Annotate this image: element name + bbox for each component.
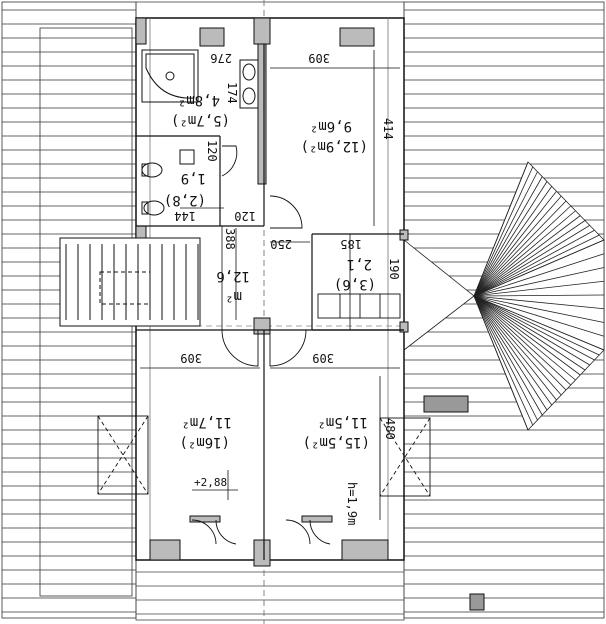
room-labels: 4,8m² (5,7m²) 1,9 (2,8) 9,6m² (12,9m²) 1… — [164, 92, 376, 450]
room-sw-area: 11,7m² — [181, 414, 232, 430]
dim-190: 190 — [387, 258, 401, 280]
hall-area: 12,6 — [216, 268, 250, 284]
room-se-area-alt: (15,5m²) — [303, 434, 370, 450]
door-arcs — [191, 145, 331, 545]
walls — [135, 17, 409, 567]
annotations: +2,88 h=1,9m — [192, 470, 359, 525]
dim-174: 174 — [225, 82, 239, 104]
dim-480: 480 — [383, 418, 397, 440]
dim-388: 388 — [223, 228, 237, 250]
dim-144: 144 — [174, 209, 196, 223]
wc-area-alt: (2,8) — [164, 192, 206, 208]
closet-area: 2,1 — [347, 256, 372, 272]
closet-area-alt: (3,6) — [334, 276, 376, 292]
wc-area: 1,9 — [181, 170, 206, 186]
dormer-roof — [403, 161, 605, 431]
room-nw-area-alt: (12,9m²) — [301, 138, 368, 154]
stair-opening — [59, 237, 201, 327]
height-note: h=1,9m — [345, 482, 359, 525]
toilet-icon — [141, 149, 195, 216]
hall-unit: m² — [225, 288, 242, 304]
roof-top-bottom — [135, 1, 405, 621]
sink-icon — [239, 59, 259, 109]
dim-185: 185 — [340, 237, 362, 251]
room-nw-area: 9,6m² — [310, 118, 352, 134]
level-mark: +2,88 — [194, 476, 227, 489]
dimension-lines — [140, 50, 400, 520]
dim-309-top: 309 — [308, 51, 330, 65]
dim-276: 276 — [210, 51, 232, 65]
dimension-labels: 276 309 414 174 144 120 120 388 250 185 … — [174, 51, 401, 440]
dim-414: 414 — [381, 118, 395, 140]
bathtub-icon — [141, 49, 199, 103]
dim-309-mid-right: 309 — [312, 351, 334, 365]
dim-309-mid-left: 309 — [180, 351, 202, 365]
windows — [423, 395, 485, 611]
bathroom-area: 4,8m² — [178, 92, 220, 108]
room-se-area: 11,5m² — [317, 414, 368, 430]
dim-120-b: 120 — [205, 140, 219, 162]
dim-250: 250 — [270, 237, 292, 251]
dim-120-a: 120 — [234, 209, 256, 223]
room-sw-area-alt: (16m²) — [179, 434, 230, 450]
partitions — [136, 44, 404, 560]
bathroom-area-alt: (5,7m²) — [171, 112, 230, 128]
